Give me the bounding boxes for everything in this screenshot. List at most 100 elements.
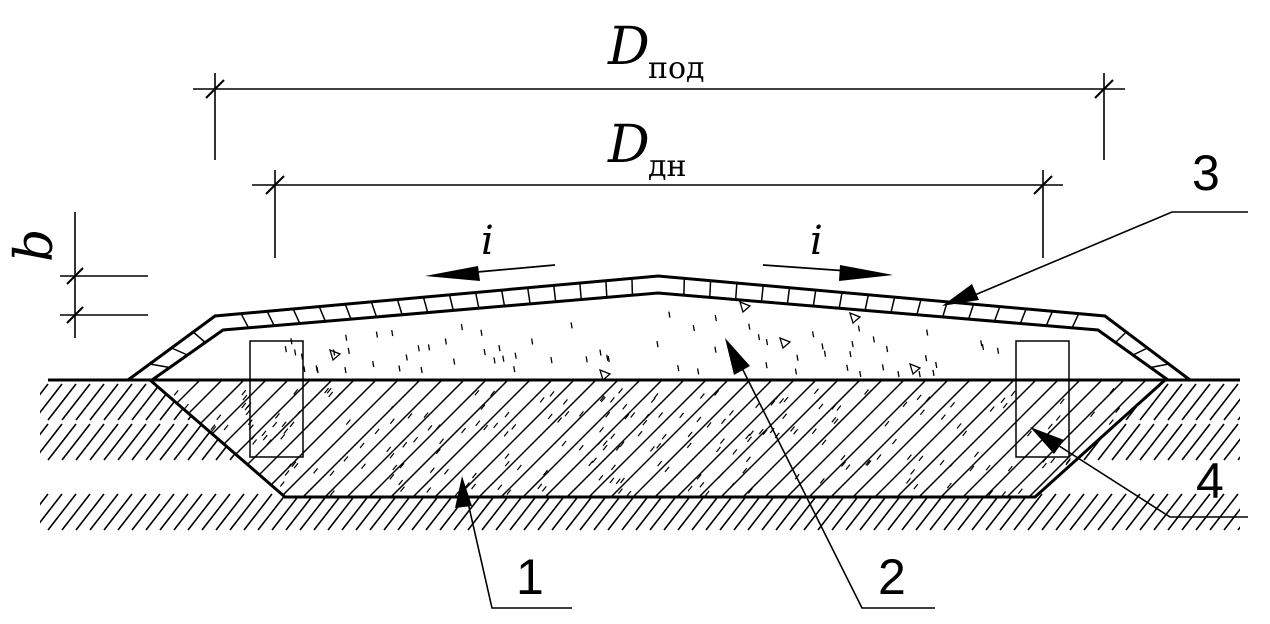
ground-hatch-line (89, 493, 119, 531)
pit-stipple-dash (1000, 397, 1006, 404)
pit-hatch-line (785, 380, 937, 497)
embankment-aggregate (598, 368, 612, 382)
pit-stipple-dash (600, 396, 606, 403)
pit-stipple-dash (836, 405, 842, 411)
ground-hatch-line (1027, 493, 1057, 531)
pit-stipple-dash (426, 487, 432, 493)
pit-stipple-dash (1042, 456, 1048, 463)
pit-hatch-line (543, 380, 695, 497)
embankment-stipple-dash (714, 314, 717, 322)
ground-hatch-line (523, 493, 553, 531)
cover-layer-ticks (149, 278, 1169, 369)
ground-hatch-line (131, 423, 161, 461)
pit-hatch-line (477, 380, 629, 497)
pit-stipple-dash (811, 428, 817, 435)
embankment-stipple-dash (570, 322, 573, 329)
embankment-stipple-dash (316, 366, 319, 374)
pit-stipple-dash (461, 427, 466, 434)
embankment-stipple-dash (996, 347, 1000, 354)
pit-stipple-dash (988, 490, 994, 496)
pit-hatch-line (829, 380, 981, 497)
ground-hatch-line (355, 493, 385, 531)
ground-hatch-line (40, 383, 49, 396)
ground-hatch-line (1153, 423, 1183, 461)
pit-stipple-dash (291, 461, 297, 468)
pit-stipple-dash (969, 465, 975, 472)
pit-stipple-dash (782, 413, 788, 420)
ground-hatch-line (705, 493, 735, 531)
ground-hatch-line (1209, 493, 1239, 531)
pit-hatch-line (609, 380, 761, 497)
pit-stipple-dash (619, 477, 625, 484)
pit-stipple-dash (769, 427, 775, 434)
pit-stipple-dash (1125, 470, 1131, 477)
pit-stipple-dash (1121, 450, 1127, 457)
pit-stipple-dash (475, 420, 481, 427)
embankment-stipple-dash (924, 355, 928, 362)
drain-box-left (249, 340, 304, 458)
pit-stipple-dash (813, 388, 819, 395)
cover-tick (1132, 347, 1148, 356)
pit-stipple-dash (306, 421, 312, 428)
pit-stipple-dash (163, 489, 169, 496)
embankment-stipple-dash (480, 329, 483, 336)
pit-stipple-dash (940, 414, 946, 420)
ground-hatch-line (75, 383, 105, 421)
pit-hatch-line (807, 380, 959, 497)
pit-stipple-dash (480, 404, 486, 410)
callout-label-3: 3 (1192, 145, 1220, 201)
ground-hatch-line (831, 493, 861, 531)
pit-stipple-dash (313, 468, 319, 474)
pit-stipple-dash (503, 431, 509, 437)
pit-stipple-dash (602, 440, 608, 447)
pit-stipple-dash (610, 464, 616, 471)
ground-hatch-line (40, 423, 49, 436)
pit-stipple-dash (423, 412, 429, 418)
pit-stipple-dash (561, 440, 567, 447)
cover-tick (1019, 308, 1027, 324)
ground-hatch-line (593, 493, 623, 531)
embankment-stipple-dash (284, 346, 287, 353)
ground-hatch-line (873, 493, 903, 531)
pit-stipple-dash (1127, 480, 1133, 487)
callout-label-4: 4 (1196, 453, 1224, 509)
cover-tick (993, 306, 1001, 322)
cover-tick (266, 310, 275, 326)
cover-tick (1071, 313, 1080, 329)
ground-hatch-line (859, 493, 889, 531)
pit-stipple-dash (962, 430, 968, 437)
ground-hatch-line (803, 493, 833, 531)
pit-stipple-dash (464, 482, 470, 488)
pit-stipple-dash (615, 478, 621, 485)
pit-stipple-dash (1090, 411, 1096, 418)
pit-hatch-line (323, 380, 475, 497)
pit-stipple-dash (729, 482, 735, 489)
embankment-stipple-dash (765, 339, 769, 346)
pit-stipple-dash (504, 453, 510, 459)
pit-hatch-line (565, 380, 717, 497)
embankment-stipple-dash (398, 365, 401, 372)
pit-stipple-dash (891, 438, 897, 445)
pit-stipple-dash (400, 486, 405, 493)
embankment-stipple-dash (417, 345, 420, 352)
cover-tick (1150, 363, 1169, 369)
ground-hatch-line (1252, 384, 1270, 420)
dim-inner-symbol: D (607, 115, 650, 175)
slope-arrow-right (762, 264, 893, 281)
pit-stipple-dash (816, 395, 822, 402)
pit-stipple-dash (183, 403, 189, 410)
pit-stipple-dash (742, 467, 748, 474)
pit-hatch-line (697, 380, 849, 497)
pit-stipple-dash (283, 428, 289, 434)
ground-hatch-line (733, 493, 763, 531)
pit-stipple-dash (578, 444, 584, 451)
embankment-stipple-dash (405, 354, 408, 361)
ground-hatch-line (285, 493, 315, 531)
pit-stipple-dash (783, 396, 789, 403)
ground-hatch-line (481, 493, 511, 531)
cover-tick (579, 282, 582, 300)
ground-hatch-line (1041, 493, 1071, 531)
ground-hatch-line (1223, 398, 1240, 421)
pit-stipple-dash (745, 456, 751, 463)
pit-stipple-dash (910, 468, 916, 475)
